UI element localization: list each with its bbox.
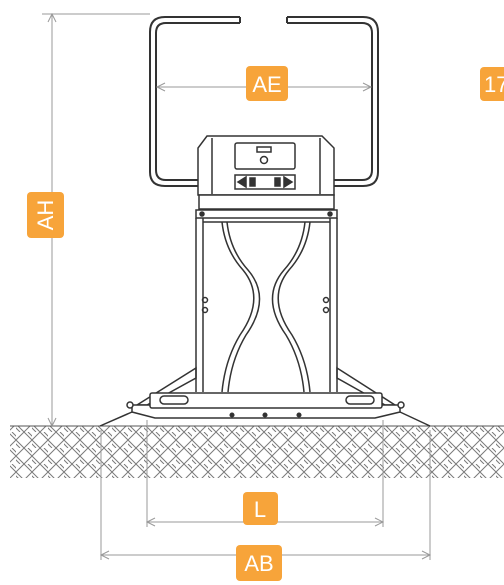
label-ab-text: AB	[244, 551, 273, 576]
ground	[10, 425, 504, 478]
label-partial-number: 17	[480, 67, 504, 101]
base-platform	[99, 366, 431, 427]
label-ae: AE	[246, 66, 288, 101]
lift-frame	[195, 209, 338, 393]
label-ah-text: AH	[33, 200, 58, 231]
handlebar	[149, 16, 379, 187]
label-ah: AH	[27, 192, 64, 238]
control-box	[197, 135, 335, 210]
label-partial-number-text: 17	[484, 72, 504, 97]
label-ab: AB	[236, 545, 282, 581]
label-l: L	[243, 492, 278, 525]
label-l-text: L	[254, 497, 266, 522]
label-ae-text: AE	[252, 72, 281, 97]
